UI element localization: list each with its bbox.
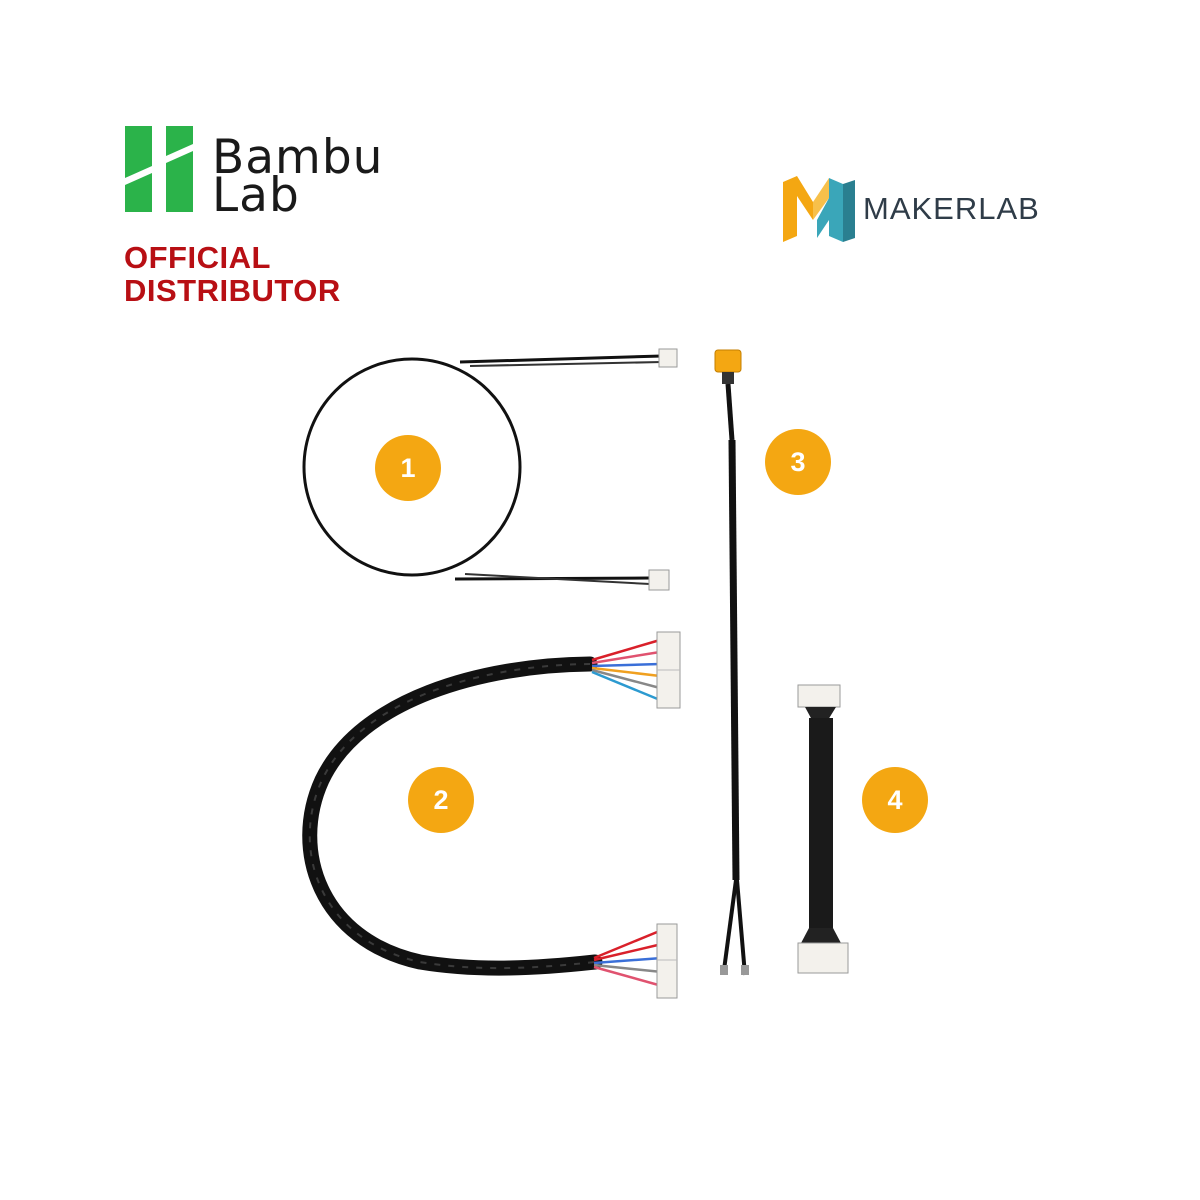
brand-name-line-2: Lab [212, 168, 300, 223]
coiled-cable-icon [302, 348, 678, 591]
power-cable-icon [714, 349, 749, 976]
short-ribbon-cable-icon [797, 684, 849, 974]
cable-number-badge-4: 4 [862, 767, 928, 833]
brand-name-line-1: Bambu [212, 130, 384, 185]
cable-number-badge-1: 1 [375, 435, 441, 501]
official-label: OFFICIAL [124, 240, 271, 275]
distributor-label: DISTRIBUTOR [124, 273, 341, 308]
makerlab-brand-name: MAKERLAB [863, 191, 1040, 226]
wide-harness-cable-icon [302, 631, 681, 999]
bambu-lab-logo-icon [125, 126, 193, 212]
cable-number-badge-2: 2 [408, 767, 474, 833]
makerlab-logo-icon [783, 176, 855, 242]
cable-number-badge-3: 3 [765, 429, 831, 495]
